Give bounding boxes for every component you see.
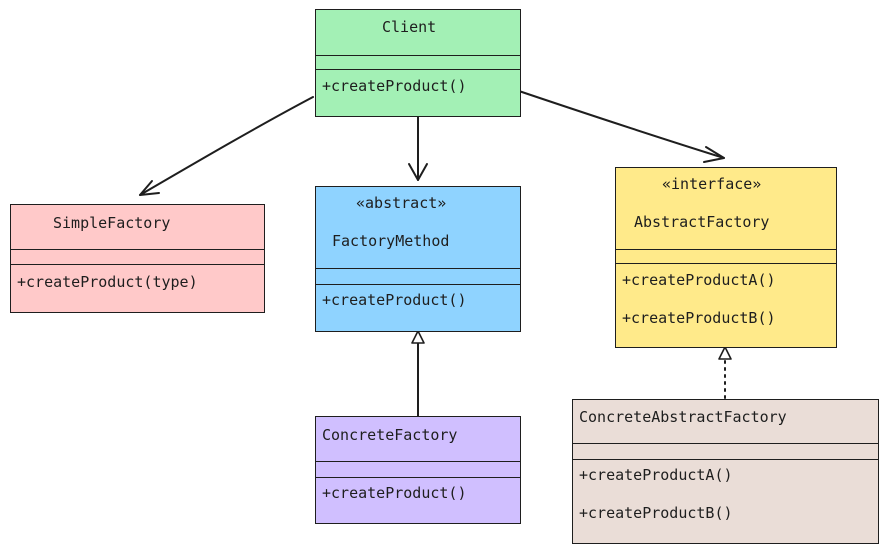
method-create-product-b: +createProductB() [622,309,776,327]
divider [316,268,520,269]
class-name-factory-method: FactoryMethod [332,232,450,250]
divider [573,459,878,460]
arrowhead-factory-method [408,163,428,181]
class-name-abstract-factory: AbstractFactory [634,213,770,231]
divider [573,443,878,444]
class-simple-factory[interactable]: SimpleFactory +createProduct(type) [10,204,265,313]
divider [316,284,520,285]
divider [316,477,520,478]
method-simple-factory-create-product: +createProduct(type) [17,273,198,291]
class-name-client: Client [382,18,437,36]
method-factory-method-create-product: +createProduct() [322,291,467,309]
arrowhead-simple-factory [139,180,160,196]
inheritance-triangle-factory-method [411,330,425,344]
class-factory-method[interactable]: «abstract» FactoryMethod +createProduct(… [315,186,521,332]
divider [616,263,836,264]
method-create-product-a: +createProductA() [622,271,776,289]
divider [316,69,520,70]
divider [316,461,520,462]
arrowhead-abstract-factory [703,146,725,163]
class-name-concrete-factory: ConcreteFactory [322,426,458,444]
class-client[interactable]: Client +createProduct() [315,9,521,117]
class-concrete-abstract-factory[interactable]: ConcreteAbstractFactory +createProductA(… [572,399,879,544]
stereotype-interface: «interface» [662,175,762,193]
stereotype-abstract: «abstract» [356,194,447,212]
realization-triangle-abstract-factory [718,346,732,360]
association-arrow-client-simple-factory [139,96,314,196]
class-concrete-factory[interactable]: ConcreteFactory +createProduct() [315,416,521,524]
divider [11,264,264,265]
method-concrete-create-product-b: +createProductB() [579,504,733,522]
class-name-concrete-abstract-factory: ConcreteAbstractFactory [579,408,787,426]
divider [11,249,264,250]
divider [316,55,520,56]
class-name-simple-factory: SimpleFactory [53,214,171,232]
divider [616,249,836,250]
class-abstract-factory[interactable]: «interface» AbstractFactory +createProdu… [615,167,837,348]
association-arrow-client-abstract-factory [509,87,725,159]
method-client-create-product: +createProduct() [322,77,467,95]
method-concrete-factory-create-product: +createProduct() [322,484,467,502]
method-concrete-create-product-a: +createProductA() [579,466,733,484]
